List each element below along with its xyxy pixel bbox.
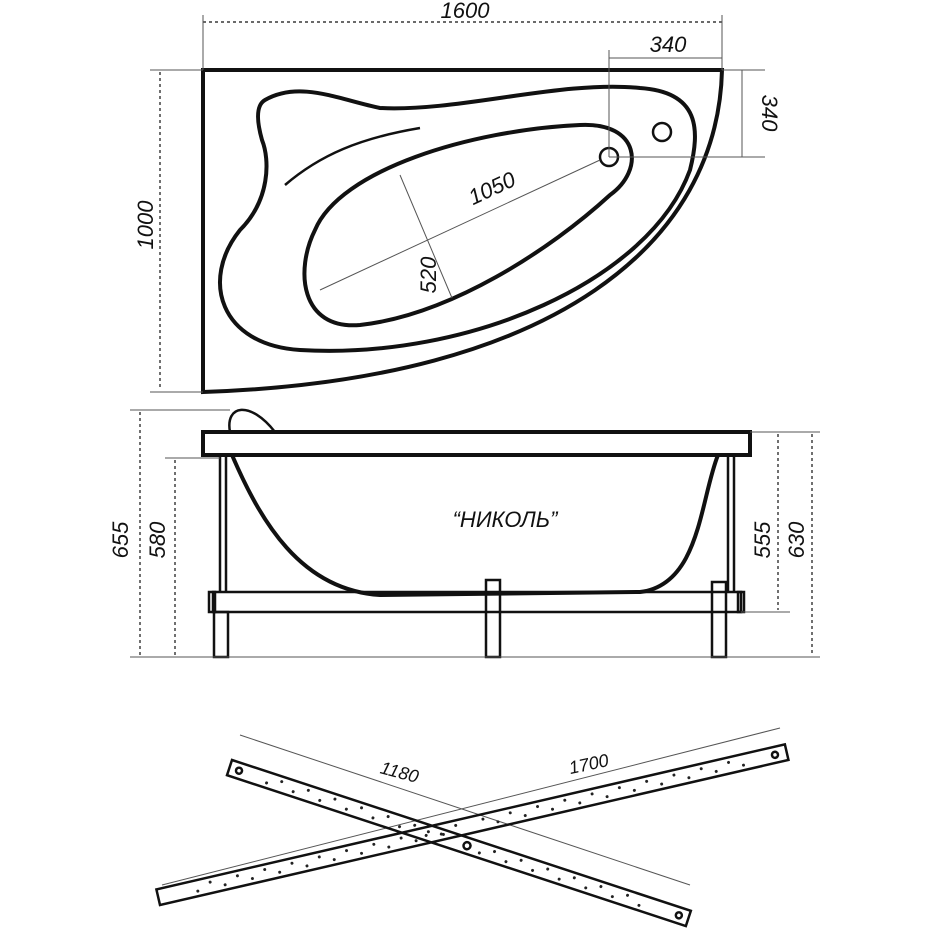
bar-hole	[477, 851, 481, 855]
tub-body-side	[230, 454, 720, 598]
bar-hole	[345, 849, 349, 853]
bar-hole	[318, 798, 322, 802]
bar-hole	[672, 773, 676, 777]
bar-hole	[536, 805, 540, 809]
bar-hole	[481, 817, 485, 821]
basin-width-label: 520	[416, 256, 441, 293]
bar-hole	[426, 830, 430, 834]
bar-hole	[699, 767, 703, 771]
total-height-label: 655	[108, 521, 133, 558]
bar-hole	[306, 788, 310, 792]
bar-hole	[626, 893, 630, 897]
bar-hole	[645, 779, 649, 783]
overflow-circle	[651, 121, 673, 143]
inner-height-label: 580	[145, 521, 170, 558]
bar-hole	[660, 782, 664, 786]
bar-hole	[398, 825, 402, 829]
faucet-offset-y-label: 340	[757, 95, 782, 132]
bar-hole	[332, 858, 336, 862]
bar-hole	[265, 781, 269, 785]
frame-height-label: 555	[750, 521, 775, 558]
bar-hole	[741, 763, 745, 767]
bar-hole	[441, 832, 445, 836]
bar-hole	[531, 868, 535, 872]
bar-hole	[424, 833, 428, 837]
bar-hole	[578, 801, 582, 805]
bar-hole	[637, 903, 641, 907]
basin-length-label: 1050	[464, 166, 520, 210]
bar-hole	[590, 792, 594, 796]
bar-hole	[610, 895, 614, 899]
bar-hole	[523, 814, 527, 818]
bar-hole	[280, 780, 284, 784]
bar-hole	[344, 807, 348, 811]
bar-hole	[504, 860, 508, 864]
bar-hole	[557, 877, 561, 881]
frame-bars: 1180 1700	[154, 727, 790, 928]
bar-hole	[333, 797, 337, 801]
bar-hole	[305, 864, 309, 868]
bar-hole	[317, 855, 321, 859]
bar-hole	[605, 795, 609, 799]
bar-hole	[208, 880, 212, 884]
bar-hole	[290, 861, 294, 865]
armrest-line	[284, 126, 421, 186]
long-bar	[154, 742, 790, 907]
tub-outline-top	[201, 68, 725, 395]
side-view: 655 580 555 630 “НИКОЛЬ”	[108, 408, 820, 659]
bar-hole	[454, 823, 458, 827]
bar-hole	[263, 868, 267, 872]
width-label: 1600	[441, 0, 491, 23]
frame-legs	[207, 455, 746, 659]
bar-hole	[546, 867, 550, 871]
basin-outline	[302, 122, 634, 328]
top-view: 1600 340 340 1000 1050 520	[133, 0, 782, 395]
bar-hole	[572, 876, 576, 880]
bar-hole	[386, 815, 390, 819]
bar-hole	[493, 850, 497, 854]
bar-hole	[687, 776, 691, 780]
bar-hole	[196, 889, 200, 893]
bar-hole	[278, 870, 282, 874]
bar-hole	[387, 845, 391, 849]
bar-hole	[414, 839, 418, 843]
bar-hole	[508, 811, 512, 815]
bar-hole	[371, 816, 375, 820]
short-bar-length-label: 1180	[378, 758, 421, 787]
frame-bar-side	[211, 590, 743, 614]
bar-hole	[727, 760, 731, 764]
bar-hole	[360, 806, 364, 810]
bar-hole	[235, 874, 239, 878]
bar-hole	[563, 798, 567, 802]
tub-rim-side	[201, 430, 752, 457]
bar-hole	[599, 885, 603, 889]
rim-height-label: 630	[784, 521, 809, 558]
long-bar-length-label: 1700	[567, 750, 610, 778]
tub-rim-inner	[218, 84, 697, 353]
bar-hole	[617, 786, 621, 790]
bar-hole	[360, 851, 364, 855]
bar-hole	[372, 842, 376, 846]
bar-hole	[584, 886, 588, 890]
depth-label: 1000	[133, 200, 158, 250]
bar-hole	[496, 820, 500, 824]
bar-hole	[714, 769, 718, 773]
bar-hole	[519, 858, 523, 862]
bar-hole	[632, 788, 636, 792]
model-name: “НИКОЛЬ”	[453, 507, 559, 532]
bar-hole	[551, 807, 555, 811]
bar-hole	[223, 883, 227, 887]
headrest	[228, 408, 276, 433]
faucet-offset-x-label: 340	[650, 32, 687, 57]
bar-hole	[413, 823, 417, 827]
bar-hole	[250, 877, 254, 881]
bar-hole	[399, 836, 403, 840]
bar-hole	[291, 790, 295, 794]
short-bar	[225, 758, 693, 928]
